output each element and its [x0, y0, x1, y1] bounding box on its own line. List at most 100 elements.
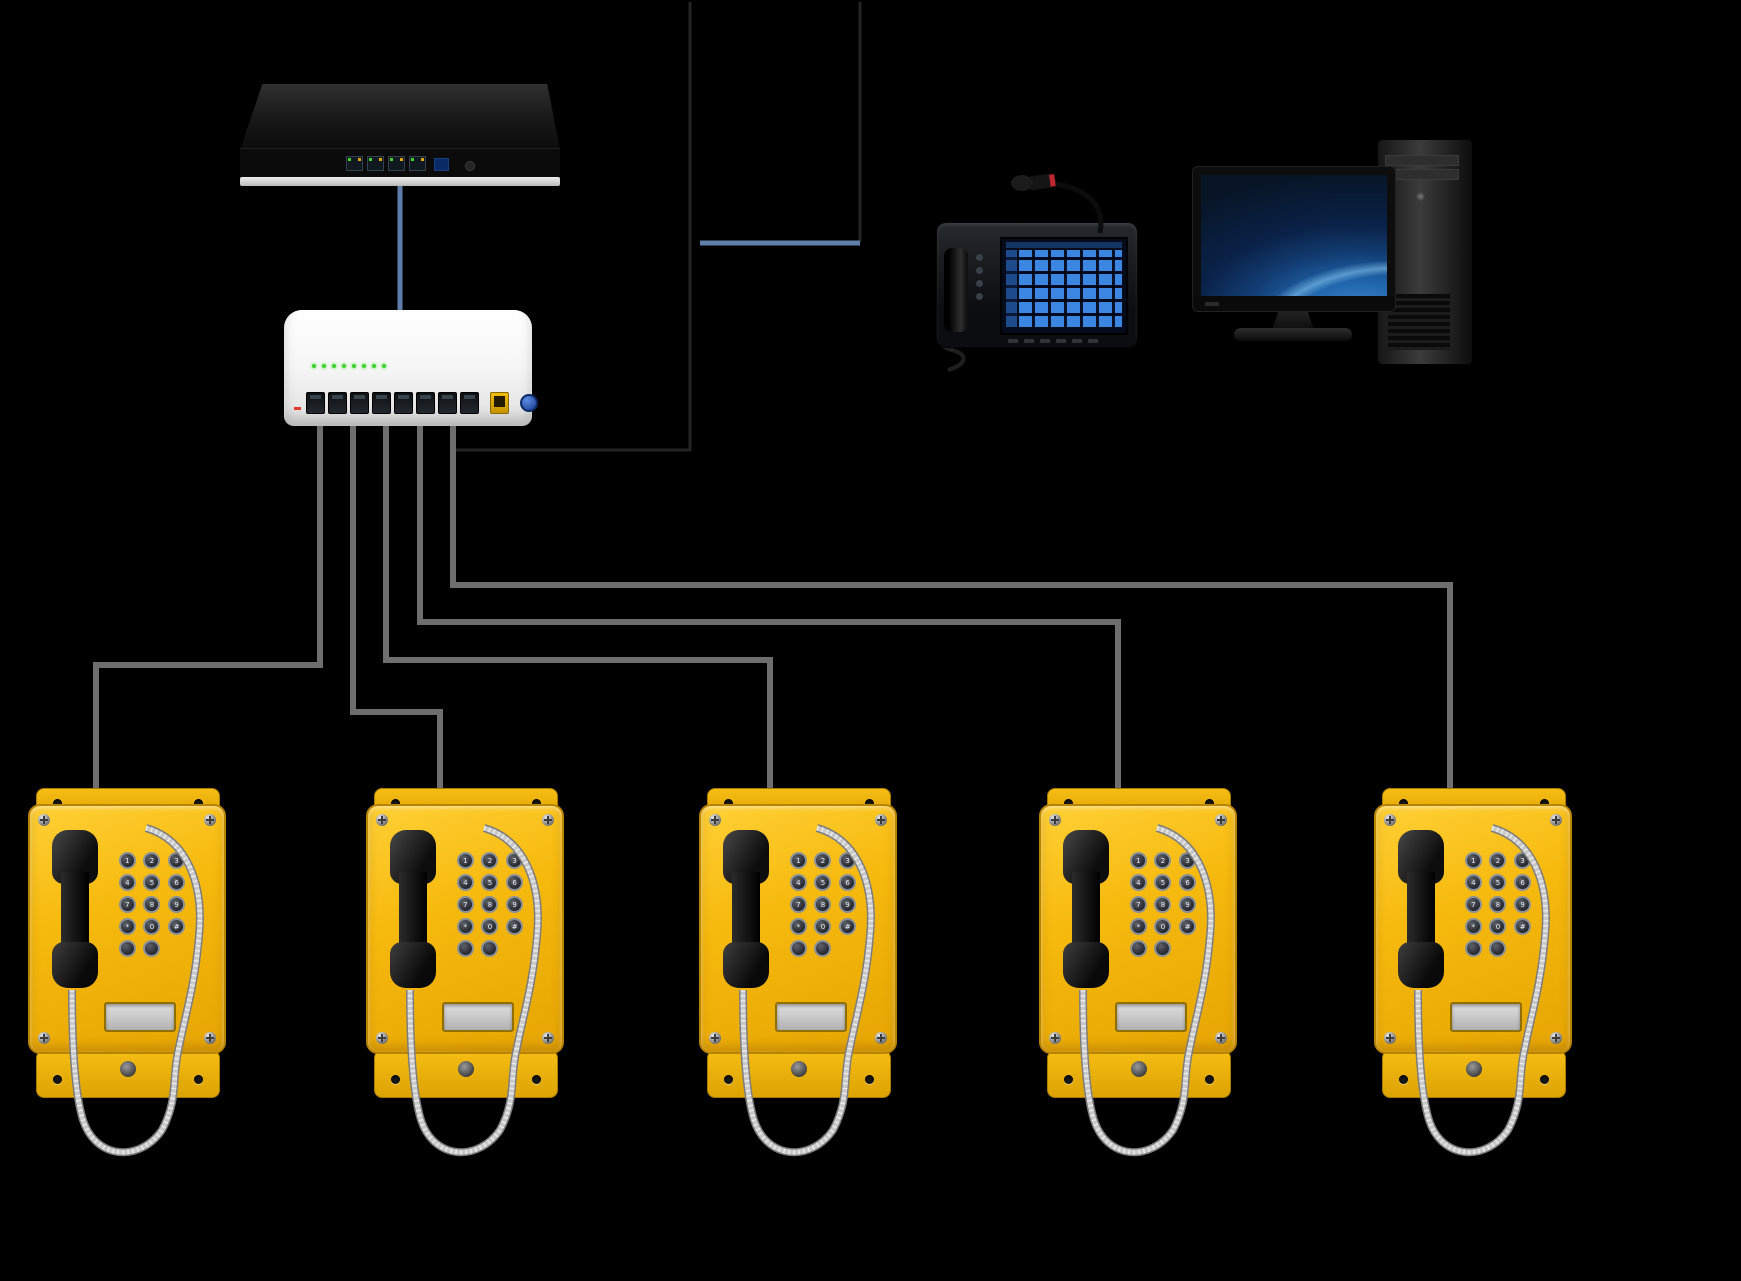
keypad-key [456, 940, 474, 957]
keypad-key: 0 [481, 918, 499, 935]
keypad-key [1464, 940, 1482, 957]
rj45-port-icon [416, 392, 435, 414]
mounting-hole-icon [1399, 799, 1408, 808]
mounting-hole-icon [194, 799, 203, 808]
rj45-port-icon [388, 156, 405, 171]
keypad-key [1154, 940, 1172, 957]
mounting-hole-icon [53, 1075, 62, 1084]
mounting-hole-icon [865, 1075, 874, 1084]
mounting-hole-icon [865, 799, 874, 808]
screw-icon [542, 814, 554, 826]
phone-label-window [775, 1002, 847, 1032]
cable-to-phone-4 [417, 420, 1121, 800]
keypad-key: * [1464, 918, 1482, 935]
screw-icon [1550, 1032, 1562, 1044]
status-led-icon [382, 364, 386, 368]
keypad-key: 4 [1129, 874, 1147, 891]
keypad-key: 0 [1154, 918, 1172, 935]
handset-grip [399, 872, 427, 948]
keypad-key: 2 [1489, 852, 1507, 869]
screw-icon [376, 814, 388, 826]
handset-grip [732, 872, 760, 948]
phone-mounting-flange-bottom [374, 1050, 558, 1098]
screw-icon [1049, 814, 1061, 826]
keypad-key: 7 [118, 896, 136, 913]
monitor-stand-base [1234, 328, 1352, 341]
monitor-stand-neck [1272, 308, 1314, 330]
cord-segments [1415, 825, 1549, 1155]
keypad-key: * [456, 918, 474, 935]
monitor-logo [1205, 302, 1219, 306]
keypad-key: 8 [814, 896, 832, 913]
mounting-hole-icon [391, 799, 400, 808]
screw-icon [204, 814, 216, 826]
cable-gland-icon [458, 1061, 474, 1077]
rj45-port-icon [346, 156, 363, 171]
mounting-hole-icon [724, 799, 733, 808]
keypad-key: 9 [1514, 896, 1532, 913]
armored-handset-cord [68, 824, 204, 1157]
keypad-key: 7 [1129, 896, 1147, 913]
mic-neck [1039, 179, 1104, 234]
keypad-key [1489, 940, 1507, 957]
status-led-icon [322, 364, 326, 368]
cable-to-phone-5 [450, 420, 1453, 800]
keypad-key: 8 [143, 896, 161, 913]
switch-lan-ports [306, 392, 479, 414]
keypad-key: 9 [506, 896, 524, 913]
poe-switch [284, 310, 538, 426]
console-key-icon [1008, 339, 1018, 343]
rj45-port-icon [350, 392, 369, 414]
screw-icon [376, 1032, 388, 1044]
keypad-key: * [118, 918, 136, 935]
console-key-icon [1072, 339, 1082, 343]
switch-port-row [306, 392, 538, 414]
cable-gland-icon [1131, 1061, 1147, 1077]
screw-icon [1384, 1032, 1396, 1044]
phone-label-window [104, 1002, 176, 1032]
screw-icon [875, 1032, 887, 1044]
screw-icon [709, 814, 721, 826]
power-button-icon [1416, 192, 1425, 201]
optical-drive-bay [1385, 155, 1459, 166]
keypad-key: 8 [1154, 896, 1172, 913]
status-led-icon [352, 364, 356, 368]
keypad-key: 6 [839, 874, 857, 891]
switch-status-leds [312, 364, 386, 368]
console-handset [944, 248, 968, 332]
cable-to-phone-2 [350, 420, 443, 800]
phone-handset [1063, 830, 1109, 988]
console-touchscreen [1000, 237, 1128, 335]
console-key-icon [976, 267, 983, 274]
mic-windscreen [1011, 175, 1033, 191]
keypad-key: 9 [168, 896, 186, 913]
keypad-key: 6 [506, 874, 524, 891]
keypad-key: * [789, 918, 807, 935]
phone-handset [1398, 830, 1444, 988]
cord-body [1080, 825, 1214, 1155]
keypad-key: 6 [168, 874, 186, 891]
status-led-icon [332, 364, 336, 368]
keypad-key: 1 [456, 852, 474, 869]
screw-icon [875, 814, 887, 826]
cable-to-phone-3 [383, 420, 773, 800]
cord-shadow [1079, 824, 1215, 1157]
keypad-key [789, 940, 807, 957]
console-bottom-keys [1008, 339, 1098, 343]
keypad-key: 4 [456, 874, 474, 891]
optical-drive-bay [1385, 169, 1459, 180]
wan-port-icon [490, 392, 509, 414]
mic-capsule [1026, 173, 1056, 191]
phone-handset [723, 830, 769, 988]
keypad-key: 5 [1489, 874, 1507, 891]
pbx-lan-ports [346, 156, 426, 171]
keypad-key: # [506, 918, 524, 935]
monitor-screen [1201, 175, 1387, 296]
keypad-key [118, 940, 136, 957]
screw-icon [38, 1032, 50, 1044]
mounting-hole-icon [724, 1075, 733, 1084]
mounting-hole-icon [391, 1075, 400, 1084]
handset-grip [1407, 872, 1435, 948]
keypad-key: 7 [456, 896, 474, 913]
